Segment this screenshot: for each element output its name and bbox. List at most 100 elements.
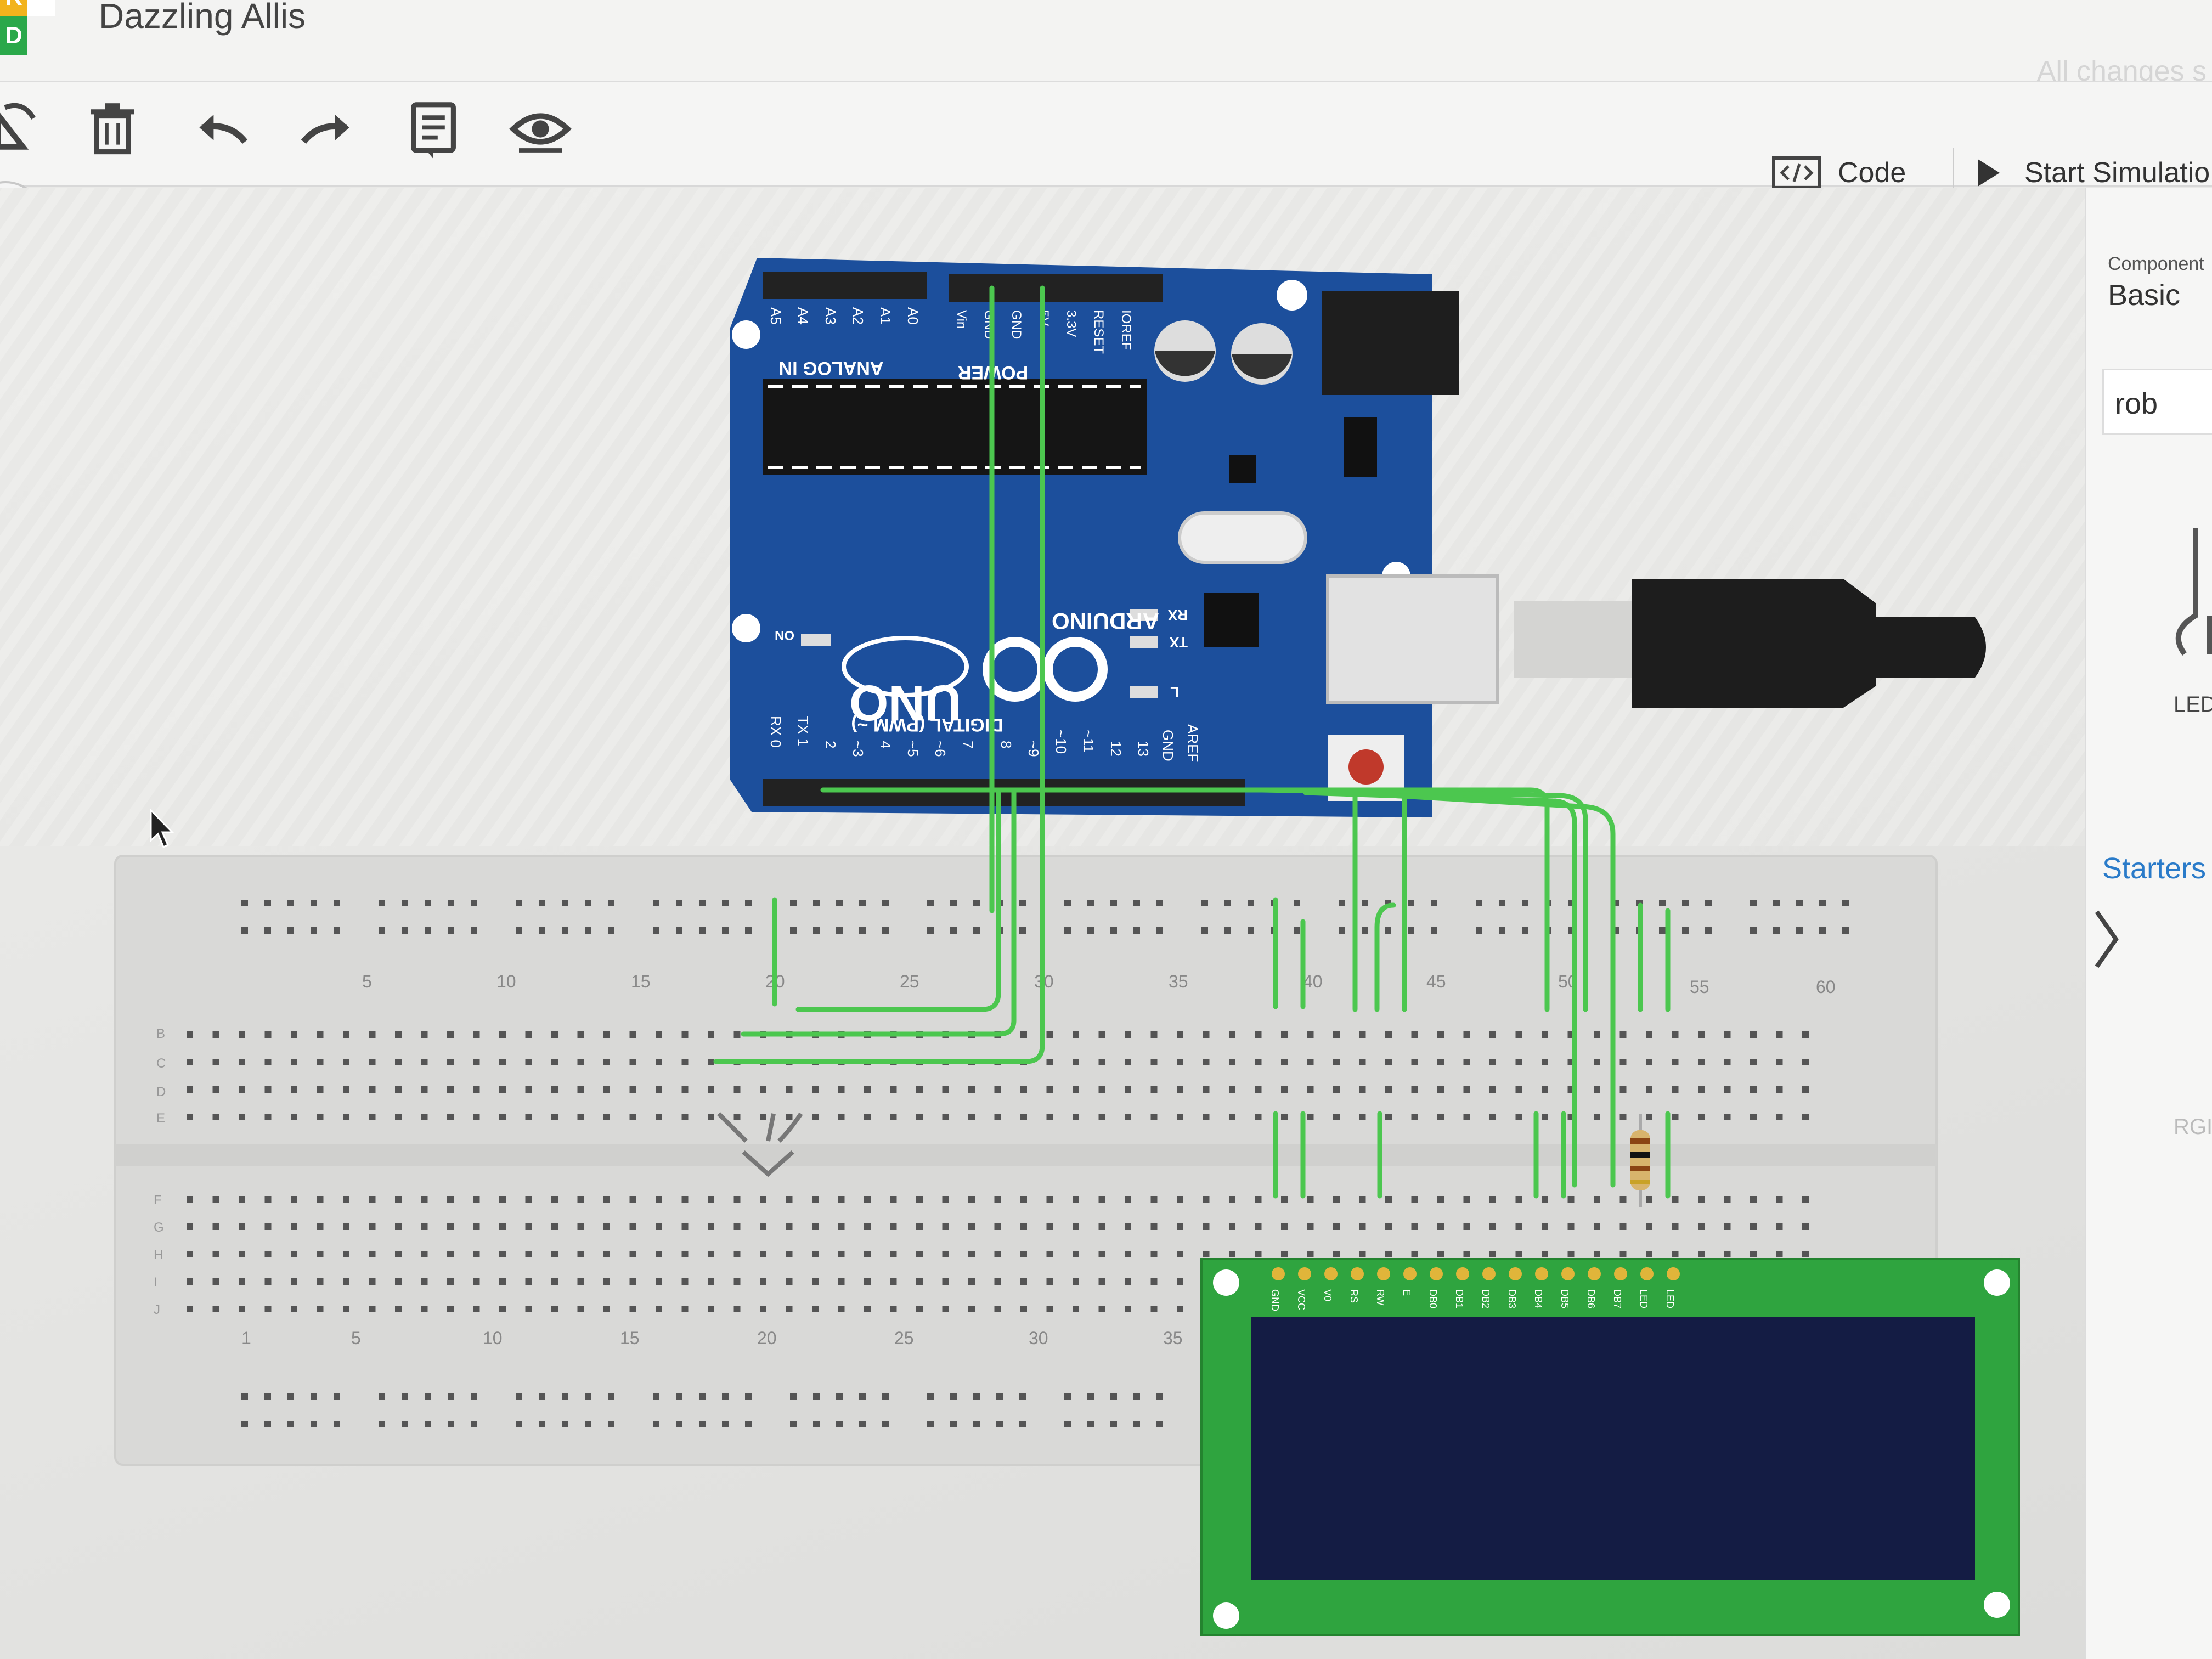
breadboard-hole[interactable] — [1476, 927, 1482, 934]
breadboard-hole[interactable] — [1098, 1086, 1105, 1093]
breadboard-hole[interactable] — [890, 1086, 897, 1093]
breadboard-hole[interactable] — [836, 900, 843, 906]
breadboard-hole[interactable] — [551, 1251, 558, 1257]
breadboard-hole[interactable] — [239, 1251, 245, 1257]
breadboard-hole[interactable] — [1750, 1223, 1757, 1230]
breadboard-hole[interactable] — [1177, 1278, 1183, 1285]
breadboard-hole[interactable] — [927, 900, 934, 906]
breadboard-hole[interactable] — [317, 1278, 324, 1285]
breadboard-hole[interactable] — [1073, 1059, 1079, 1065]
breadboard-hole[interactable] — [311, 1421, 317, 1427]
breadboard-hole[interactable] — [447, 1251, 454, 1257]
breadboard-hole[interactable] — [1046, 1196, 1053, 1203]
breadboard-hole[interactable] — [264, 927, 271, 934]
breadboard-hole[interactable] — [1156, 1421, 1163, 1427]
breadboard-hole[interactable] — [760, 1086, 766, 1093]
breadboard-hole[interactable] — [1489, 1196, 1496, 1203]
breadboard-hole[interactable] — [562, 927, 568, 934]
breadboard-hole[interactable] — [1281, 1031, 1288, 1038]
breadboard-hole[interactable] — [421, 1251, 428, 1257]
breadboard-hole[interactable] — [864, 1114, 871, 1120]
breadboard-hole[interactable] — [882, 1393, 889, 1400]
breadboard-hole[interactable] — [516, 1421, 522, 1427]
breadboard-hole[interactable] — [629, 1306, 636, 1312]
breadboard-hole[interactable] — [447, 1196, 454, 1203]
breadboard-hole[interactable] — [1359, 1031, 1366, 1038]
breadboard-hole[interactable] — [1019, 1393, 1026, 1400]
breadboard-hole[interactable] — [1019, 900, 1026, 906]
breadboard-hole[interactable] — [1046, 1223, 1053, 1230]
breadboard-hole[interactable] — [608, 1421, 614, 1427]
breadboard-hole[interactable] — [1750, 1059, 1757, 1065]
breadboard-hole[interactable] — [760, 1251, 766, 1257]
breadboard-hole[interactable] — [733, 1196, 741, 1203]
undo-icon[interactable] — [187, 93, 258, 165]
breadboard-hole[interactable] — [539, 1393, 545, 1400]
breadboard-hole[interactable] — [603, 1223, 610, 1230]
breadboard-hole[interactable] — [499, 1223, 506, 1230]
breadboard-hole[interactable] — [681, 1086, 689, 1093]
visibility-icon[interactable] — [505, 93, 576, 165]
breadboard-hole[interactable] — [516, 927, 522, 934]
breadboard-hole[interactable] — [676, 1393, 682, 1400]
breadboard-hole[interactable] — [699, 1393, 706, 1400]
breadboard-hole[interactable] — [379, 1393, 385, 1400]
breadboard-hole[interactable] — [812, 1251, 819, 1257]
breadboard-hole[interactable] — [1522, 927, 1528, 934]
breadboard-hole[interactable] — [525, 1223, 532, 1230]
breadboard-hole[interactable] — [1098, 1059, 1105, 1065]
breadboard-hole[interactable] — [343, 1223, 349, 1230]
breadboard-hole[interactable] — [1724, 1223, 1731, 1230]
breadboard-hole[interactable] — [1750, 1251, 1757, 1257]
components-dropdown[interactable]: Basic — [2108, 279, 2181, 312]
breadboard-hole[interactable] — [287, 1421, 294, 1427]
breadboard-hole[interactable] — [1098, 1114, 1105, 1120]
breadboard-hole[interactable] — [968, 1114, 975, 1120]
breadboard-hole[interactable] — [264, 1278, 272, 1285]
usb-cable[interactable] — [1514, 579, 1986, 708]
breadboard-hole[interactable] — [1620, 1086, 1627, 1093]
breadboard-hole[interactable] — [1659, 900, 1666, 906]
breadboard-hole[interactable] — [473, 1114, 480, 1120]
breadboard-hole[interactable] — [603, 1306, 610, 1312]
breadboard-hole[interactable] — [968, 1223, 975, 1230]
breadboard-hole[interactable] — [942, 1196, 949, 1203]
breadboard-hole[interactable] — [473, 1031, 480, 1038]
breadboard-hole[interactable] — [1489, 1031, 1496, 1038]
breadboard-hole[interactable] — [1698, 1223, 1705, 1230]
breadboard-hole[interactable] — [1776, 1059, 1783, 1065]
breadboard-hole[interactable] — [1594, 1223, 1600, 1230]
arduino-uno-board[interactable]: UNO ARDUINO ANALOG IN POWER DIGITAL (PWM… — [730, 258, 1499, 817]
breadboard-hole[interactable] — [551, 1086, 558, 1093]
breadboard-hole[interactable] — [1203, 1086, 1210, 1093]
breadboard-hole[interactable] — [212, 1114, 219, 1120]
breadboard-hole[interactable] — [676, 1421, 682, 1427]
breadboard-hole[interactable] — [1073, 1278, 1079, 1285]
breadboard-hole[interactable] — [1802, 1031, 1809, 1038]
lcd-pins[interactable] — [1272, 1267, 1680, 1280]
breadboard-hole[interactable] — [291, 1306, 297, 1312]
breadboard-hole[interactable] — [551, 1114, 558, 1120]
breadboard-hole[interactable] — [653, 927, 659, 934]
breadboard-hole[interactable] — [1046, 1114, 1053, 1120]
breadboard-hole[interactable] — [264, 1086, 272, 1093]
breadboard-hole[interactable] — [1499, 927, 1505, 934]
breadboard-hole[interactable] — [1594, 1086, 1600, 1093]
breadboard-hole[interactable] — [1339, 927, 1345, 934]
breadboard-hole[interactable] — [369, 1059, 376, 1065]
led-component-icon[interactable] — [2157, 528, 2212, 681]
breadboard-hole[interactable] — [212, 1196, 219, 1203]
breadboard-hole[interactable] — [1281, 1059, 1288, 1065]
breadboard-hole[interactable] — [395, 1059, 402, 1065]
breadboard-hole[interactable] — [760, 1306, 766, 1312]
lcd-pin[interactable] — [1430, 1267, 1443, 1280]
breadboard-hole[interactable] — [473, 1223, 480, 1230]
power-header[interactable] — [949, 274, 1163, 302]
breadboard-hole[interactable] — [499, 1278, 506, 1285]
breadboard-hole[interactable] — [838, 1196, 845, 1203]
breadboard-hole[interactable] — [1150, 1059, 1158, 1065]
breadboard-hole[interactable] — [838, 1278, 845, 1285]
breadboard-hole[interactable] — [1489, 1059, 1496, 1065]
breadboard-hole[interactable] — [447, 1086, 454, 1093]
breadboard-hole[interactable] — [838, 1086, 845, 1093]
